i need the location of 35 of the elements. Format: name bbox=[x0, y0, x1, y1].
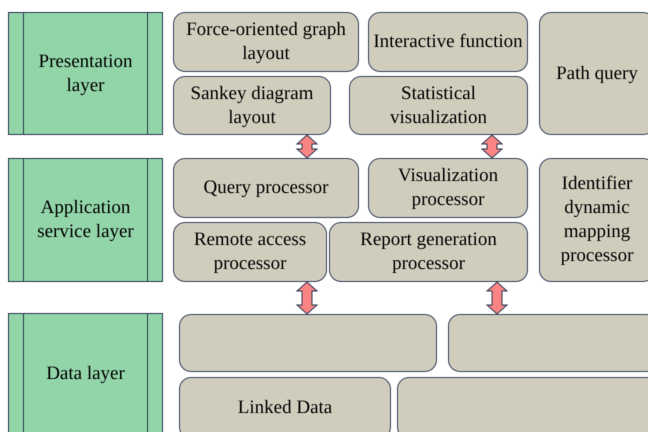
double-arrow bbox=[486, 281, 508, 315]
layer-band bbox=[8, 313, 163, 432]
empty-box bbox=[179, 314, 437, 372]
component-box bbox=[329, 222, 528, 282]
node-label: Path query bbox=[556, 62, 638, 86]
double-arrow bbox=[296, 134, 318, 159]
component-box bbox=[173, 12, 359, 72]
component-box bbox=[173, 158, 359, 218]
node-label: Force-oriented graph layout bbox=[185, 18, 347, 66]
component-box bbox=[173, 222, 327, 282]
node-label: Visualization processor bbox=[396, 164, 500, 212]
component-box bbox=[539, 12, 648, 135]
double-arrow bbox=[480, 134, 504, 159]
node-label: Interactive function bbox=[373, 30, 523, 54]
node-label: Data layer bbox=[46, 362, 125, 386]
layer-band bbox=[8, 158, 163, 282]
node-label: Report generation processor bbox=[359, 228, 498, 276]
node-label: Linked Data bbox=[238, 396, 332, 420]
component-box bbox=[368, 12, 528, 72]
empty-box bbox=[397, 377, 648, 432]
component-box bbox=[173, 76, 331, 135]
double-arrow bbox=[296, 281, 318, 315]
node-label: Remote access processor bbox=[192, 228, 308, 276]
empty-box bbox=[448, 314, 648, 372]
node-label: Presentation layer bbox=[38, 50, 134, 98]
node-label: Sankey diagram layout bbox=[190, 82, 314, 130]
component-box bbox=[539, 158, 648, 282]
component-box bbox=[179, 377, 391, 432]
node-label: Query processor bbox=[203, 176, 329, 200]
node-label: Application service layer bbox=[36, 196, 135, 244]
node-label: Statistical visualization bbox=[388, 82, 488, 130]
node-label: Identifier dynamic mapping processor bbox=[560, 172, 634, 268]
layer-band bbox=[8, 12, 163, 135]
component-box bbox=[349, 76, 528, 135]
component-box bbox=[368, 158, 528, 218]
